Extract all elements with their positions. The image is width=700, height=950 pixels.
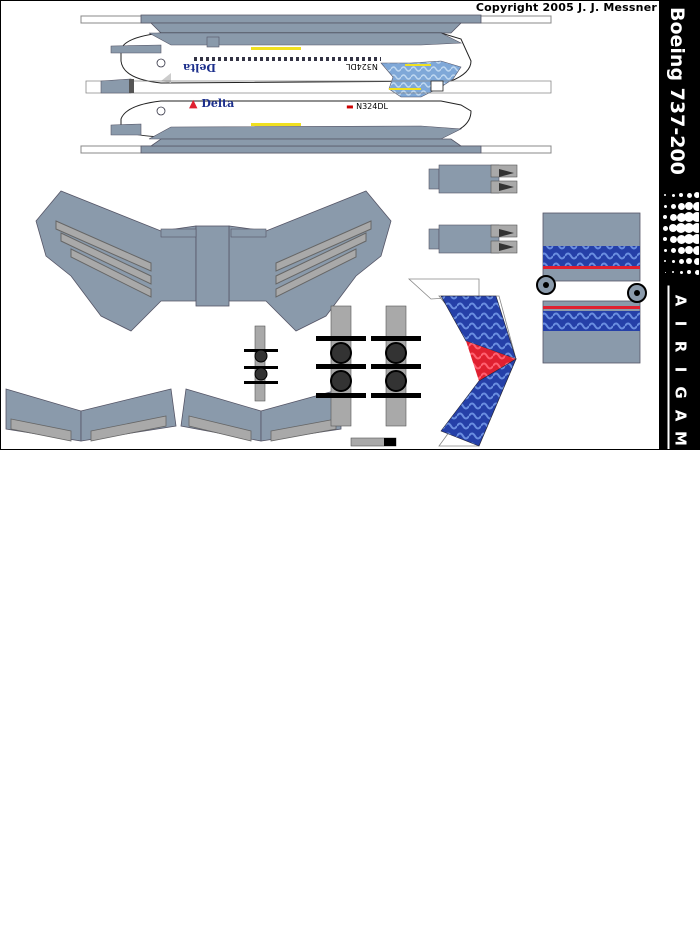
- halftone-dot: [670, 203, 676, 209]
- delta-logo-bottom: ▲ Delta: [189, 97, 234, 110]
- halftone-dot: [671, 259, 675, 263]
- halftone-dot: [678, 258, 684, 264]
- fuselage-bottom: [110, 80, 472, 140]
- model-parts-art: [5, 14, 647, 447]
- halftone-dot: [664, 194, 666, 196]
- halftone-dot: [671, 193, 675, 197]
- lower-wing-strip: [80, 138, 552, 154]
- nose-gear: [244, 325, 278, 402]
- halftone-dot: [670, 247, 676, 253]
- halftone-dot: [676, 212, 686, 222]
- halftone-dot: [669, 235, 677, 243]
- halftone-dot: [692, 201, 699, 211]
- windows-top: [191, 57, 381, 61]
- main-gear: [316, 305, 421, 447]
- halftone-dot: [663, 237, 667, 241]
- halftone-dot: [672, 271, 674, 273]
- brand-letter: I: [667, 446, 691, 449]
- halftone-dot: [669, 224, 677, 232]
- halftone-dot: [694, 192, 699, 198]
- registration-bottom: ▬ N324DL: [346, 102, 388, 111]
- registration-text: N324DL: [346, 62, 378, 71]
- horizontal-tail: [5, 388, 342, 442]
- halftone-dot: [664, 271, 666, 273]
- halftone-dot: [685, 246, 693, 254]
- halftone-dot: [679, 193, 683, 197]
- delta-logo-text: Delta: [201, 97, 235, 110]
- halftone-dot: [677, 202, 685, 210]
- flag-icon: ▬: [346, 102, 354, 111]
- halftone-dot: [692, 223, 699, 233]
- halftone-dot: [686, 258, 692, 264]
- halftone-dot: [663, 215, 667, 219]
- halftone-dot: [684, 223, 694, 233]
- halftone-dot: [664, 260, 666, 262]
- halftone-dot: [693, 257, 699, 265]
- halftone-dot: [692, 245, 699, 255]
- vertical-tail: [407, 278, 517, 447]
- halftone-dot: [676, 234, 686, 244]
- registration-top: N324DL: [346, 62, 378, 71]
- main-wings: [35, 190, 392, 332]
- halftone-dot: [687, 270, 691, 274]
- brand-logo: A I R I G A M I: [664, 285, 694, 449]
- halftone-dot: [684, 212, 694, 222]
- model-title-text: Boeing 737-200: [666, 7, 688, 175]
- engine-rings-top: [129, 58, 166, 116]
- halftone-dot: [669, 213, 677, 221]
- stabilizer-strip: [85, 78, 552, 94]
- model-title: Boeing 737-200: [666, 7, 688, 175]
- delta-widget-icon: ▲: [189, 97, 198, 110]
- halftone-dot: [663, 248, 667, 252]
- halftone-dot: [679, 270, 683, 274]
- halftone-dot: [663, 204, 667, 208]
- title-sidebar: Boeing 737-200 A I R I G A M I: [659, 1, 699, 449]
- delta-logo-top: Delta: [183, 61, 216, 74]
- halftone-dot: [662, 225, 668, 231]
- halftone-dot: [686, 192, 692, 198]
- delta-logo-text: Delta: [183, 61, 216, 74]
- halftone-dot: [677, 246, 685, 254]
- copyright-notice: Copyright 2005 J. J. Messner: [475, 1, 657, 14]
- halftone-dot: [694, 269, 699, 275]
- halftone-dot: [676, 223, 686, 233]
- engines: [428, 164, 518, 254]
- upper-wing-strip: [80, 14, 552, 34]
- tail-fin-top: [380, 60, 462, 98]
- halftone-dot: [684, 234, 694, 244]
- nacelle-panels: [536, 212, 647, 364]
- halftone-dot: [692, 212, 699, 222]
- papercraft-sheet: Delta N324DL ▲ Delta ▬ N324DL Copyright …: [0, 0, 700, 450]
- halftone-dot: [692, 234, 699, 244]
- halftone-dot: [685, 202, 693, 210]
- registration-text: N324DL: [356, 102, 388, 111]
